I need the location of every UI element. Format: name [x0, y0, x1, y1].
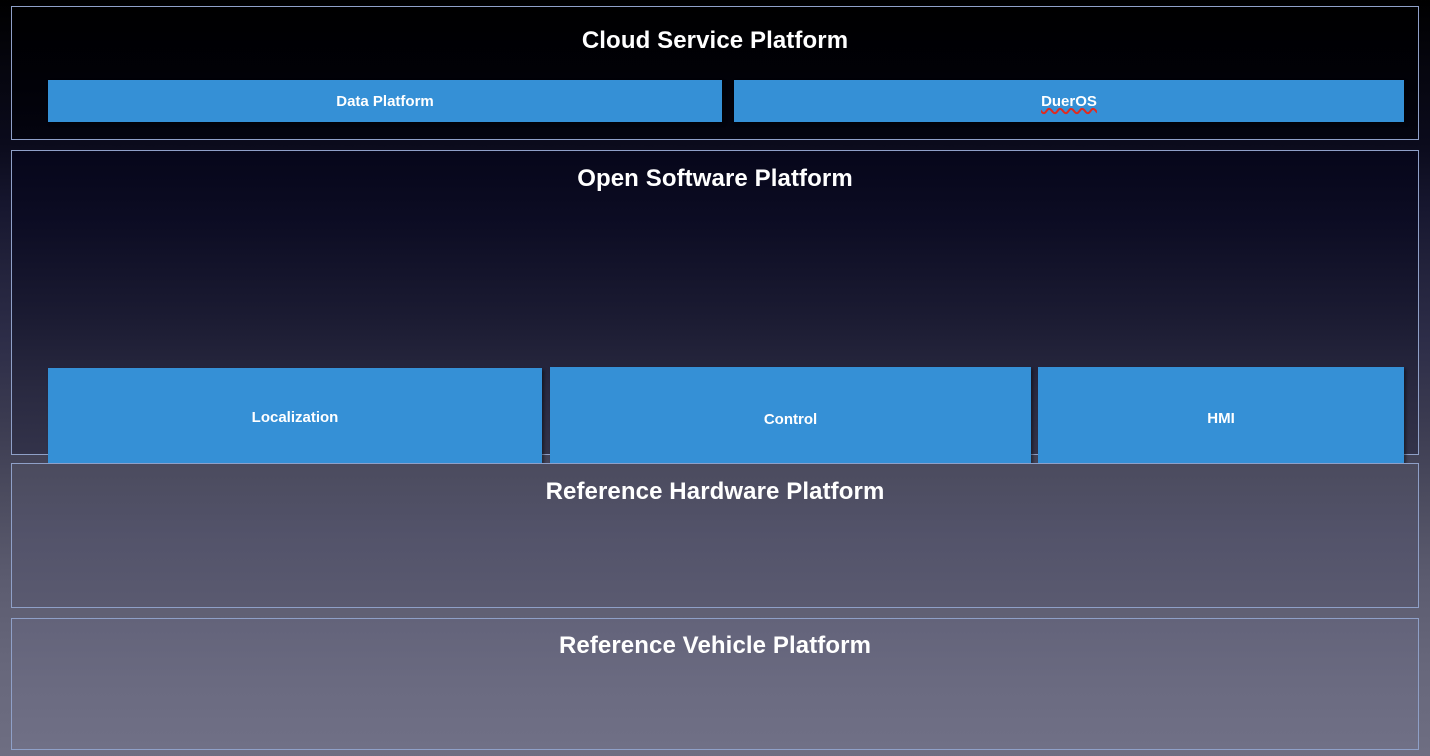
block-control-label: Control	[763, 410, 818, 428]
hardware-platform-title: Reference Hardware Platform	[545, 478, 885, 505]
vehicle-platform-title: Reference Vehicle Platform	[558, 632, 872, 659]
layer-reference-hardware-platform: Reference Hardware Platform Computing Un…	[11, 463, 1419, 608]
block-hmi[interactable]: HMI	[1038, 367, 1404, 470]
block-control[interactable]: Control	[550, 367, 1031, 471]
cloud-row-spacer	[722, 80, 734, 122]
block-localization[interactable]: Localization	[48, 368, 542, 467]
block-data-platform-label: Data Platform	[336, 92, 434, 110]
cloud-block-row: Data Platform DuerOS	[48, 80, 1404, 122]
cloud-platform-title: Cloud Service Platform	[581, 27, 849, 54]
software-module-row: Localization Control HMI	[48, 367, 1404, 471]
software-platform-title: Open Software Platform	[577, 165, 853, 192]
block-data-platform[interactable]: Data Platform	[48, 80, 722, 122]
layer-open-software-platform: Open Software Platform Localization Cont…	[11, 150, 1419, 585]
layer-reference-vehicle-platform: Reference Vehicle Platform Drive-by-wire…	[11, 618, 1419, 750]
layer-cloud-service-platform: Cloud Service Platform Data Platform Due…	[11, 6, 1419, 140]
block-dueros-label: DuerOS	[1041, 92, 1097, 110]
block-hmi-label: HMI	[1207, 410, 1235, 427]
block-localization-label: Localization	[251, 409, 339, 426]
block-dueros[interactable]: DuerOS	[734, 80, 1404, 122]
